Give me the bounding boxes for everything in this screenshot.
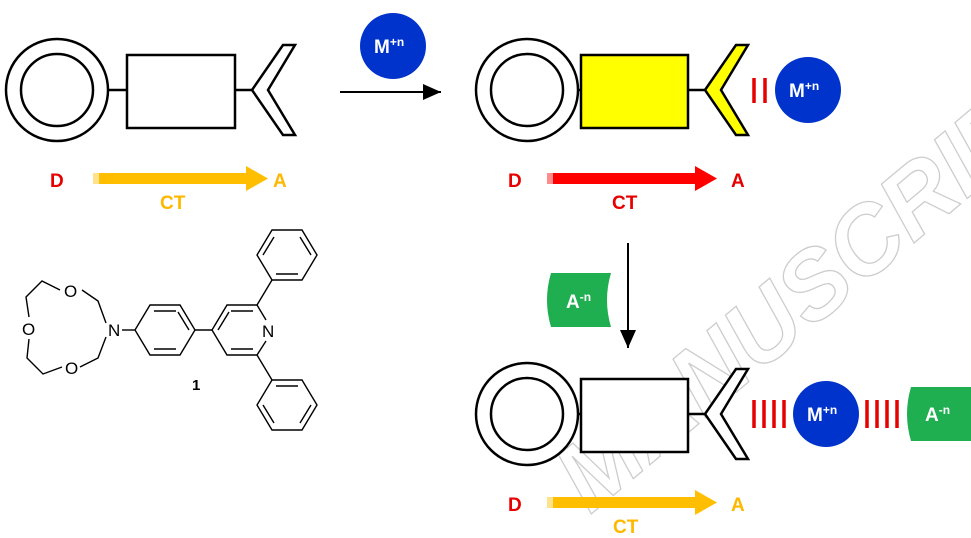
- aza-crown-ring: [25, 280, 107, 375]
- pyridine-nitrogen-atom: N: [262, 322, 274, 341]
- central-phenyl: [134, 304, 196, 356]
- acceptor-label: A: [273, 171, 287, 192]
- molecule-1: [25, 229, 318, 431]
- oxygen-atom: O: [65, 359, 78, 378]
- metal-ion: [793, 381, 859, 447]
- coordination-bonds-right: [865, 400, 899, 428]
- ct-label: CT: [160, 193, 186, 214]
- anion-reagent-shape: [547, 273, 611, 327]
- ct-arrow-shaft: [547, 497, 697, 508]
- pi-bridge: [125, 53, 237, 130]
- metal-reagent-label: M+n: [374, 35, 404, 58]
- anion: [907, 387, 971, 441]
- ct-arrow-shaft: [93, 173, 248, 184]
- anion-addition-step: A-n: [547, 243, 636, 348]
- panel-metal-bound: M+n D A CT: [474, 37, 841, 214]
- metal-ion-label: M+n: [789, 79, 819, 102]
- oxygen-atom: O: [22, 320, 35, 339]
- metal-ion: [775, 57, 841, 123]
- donor-label: D: [50, 171, 64, 192]
- panel-anion-bound: M+n A-n D A CT: [474, 361, 971, 538]
- ct-arrow-shaft-red: [547, 173, 697, 184]
- acceptor-chevron-highlighted: [703, 43, 751, 137]
- donor-ring: [474, 37, 580, 143]
- compound-number: 1: [192, 377, 200, 394]
- donor-ring: [474, 361, 580, 467]
- acceptor-label: A: [731, 171, 745, 192]
- coordination-bonds: [752, 78, 767, 103]
- upper-phenyl: [256, 229, 318, 281]
- donor-label: D: [508, 171, 522, 192]
- ct-label: CT: [613, 517, 639, 538]
- metal-reagent-circle: [360, 13, 426, 79]
- crown-nitrogen-atom: N: [108, 321, 120, 340]
- ct-arrow-head-red: [695, 166, 717, 191]
- metal-ion-label: M+n: [807, 403, 837, 426]
- anion-label: A-n: [925, 403, 950, 426]
- panel-free: D A CT: [4, 37, 298, 214]
- oxygen-atom: O: [64, 282, 77, 301]
- anion-reagent-label: A-n: [566, 290, 591, 313]
- molecule-1-atoms: O O O N N 1: [22, 282, 274, 394]
- pyridine-ring: [211, 304, 267, 356]
- acceptor-chevron: [250, 43, 298, 137]
- metal-addition-step: M+n: [340, 13, 441, 100]
- acceptor-label: A: [731, 495, 745, 516]
- ct-label: CT: [612, 193, 638, 214]
- donor-label: D: [508, 495, 522, 516]
- donor-ring: [4, 37, 110, 143]
- pi-bridge: [579, 377, 690, 454]
- coordination-bonds-left: [752, 400, 786, 428]
- pi-bridge-highlighted: [579, 53, 690, 130]
- ct-arrow-head: [246, 166, 268, 191]
- ct-arrow-head: [695, 490, 717, 515]
- lower-phenyl: [256, 379, 318, 431]
- acceptor-chevron: [703, 367, 751, 461]
